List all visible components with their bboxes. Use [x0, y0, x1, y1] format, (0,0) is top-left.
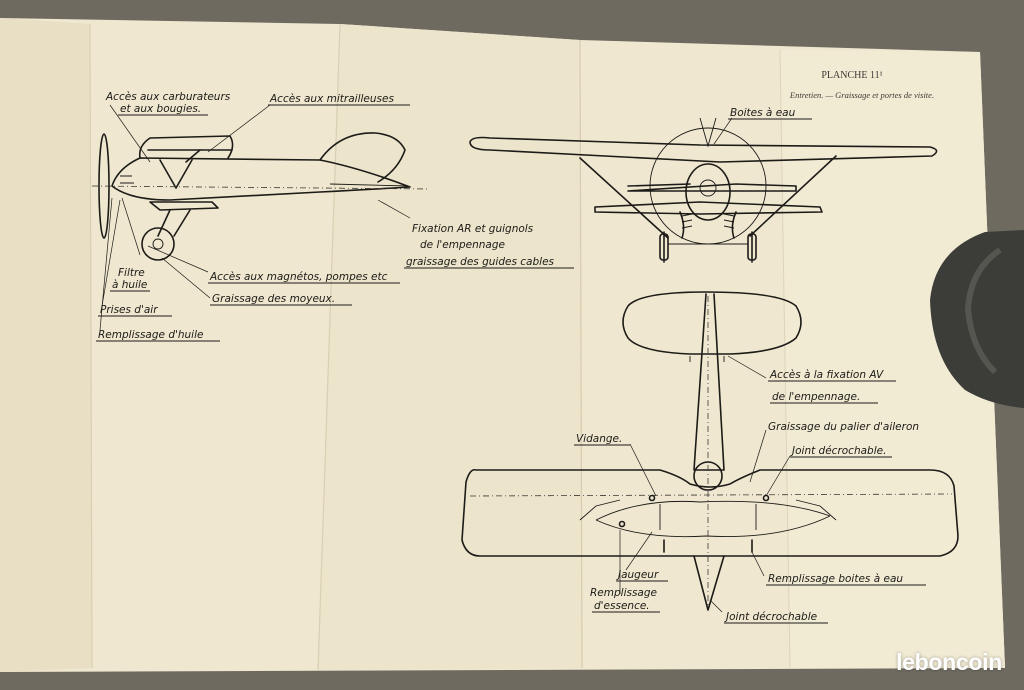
label-air-intakes: Prises d'air: [100, 304, 158, 316]
paper-left-fold: [0, 18, 92, 672]
fold-line: [779, 49, 791, 669]
label-tail-fixation-line2: de l'empennage: [420, 239, 505, 251]
paper-middle-fold: [318, 24, 582, 670]
label-water-tank-filling: Remplissage boites à eau: [768, 573, 903, 585]
label-front-tail-access-line2: de l'empennage.: [772, 391, 860, 403]
fold-line: [317, 23, 341, 671]
label-cable-guides: graissage des guides cables: [406, 256, 555, 268]
label-detachable-joint-top: Joint décrochable.: [790, 445, 886, 457]
plan-view-drawing: [461, 291, 959, 611]
label-oil-filter-line2: à huile: [112, 279, 147, 291]
label-water-tanks: Boites à eau: [730, 107, 796, 119]
label-front-tail-access: Accès à la fixation AV: [769, 369, 884, 381]
label-magneto-access: Accès aux magnétos, pompes etc: [209, 271, 388, 283]
side-view-drawing: [91, 132, 431, 261]
front-view-drawing: [469, 117, 938, 263]
leboncoin-watermark: leboncoin: [896, 649, 1002, 675]
label-fuel-filling: Remplissage: [590, 587, 657, 599]
label-machine-gun-access: Accès aux mitrailleuses: [269, 93, 394, 105]
label-gauge: Jaugeur: [616, 569, 659, 581]
label-hub-greasing: Graissage des moyeux.: [212, 293, 335, 305]
label-detachable-joint-bottom: Joint décrochable: [724, 611, 817, 623]
plate-number: PLANCHE 11¹: [821, 70, 882, 81]
label-aileron-bearing: Graissage du palier d'aileron: [768, 421, 919, 433]
label-drain: Vidange.: [576, 433, 622, 445]
label-tail-fixation: Fixation AR et guignols: [412, 223, 534, 235]
dark-weight-highlight: [964, 247, 1002, 375]
label-carburetor-access-line2: et aux bougies.: [120, 103, 201, 115]
label-carburetor-access: Accès aux carburateurs: [105, 91, 231, 103]
dark-weight-object: [930, 230, 1024, 408]
label-oil-filling: Remplissage d'huile: [98, 329, 203, 341]
label-fuel-filling-line2: d'essence.: [594, 600, 650, 612]
paper-right-panel: [780, 50, 1005, 668]
fold-line: [89, 23, 93, 669]
fold-line: [579, 39, 583, 669]
label-oil-filter: Filtre: [118, 267, 145, 279]
plate-subtitle: Entretien. — Graissage et portes de visi…: [789, 90, 934, 100]
